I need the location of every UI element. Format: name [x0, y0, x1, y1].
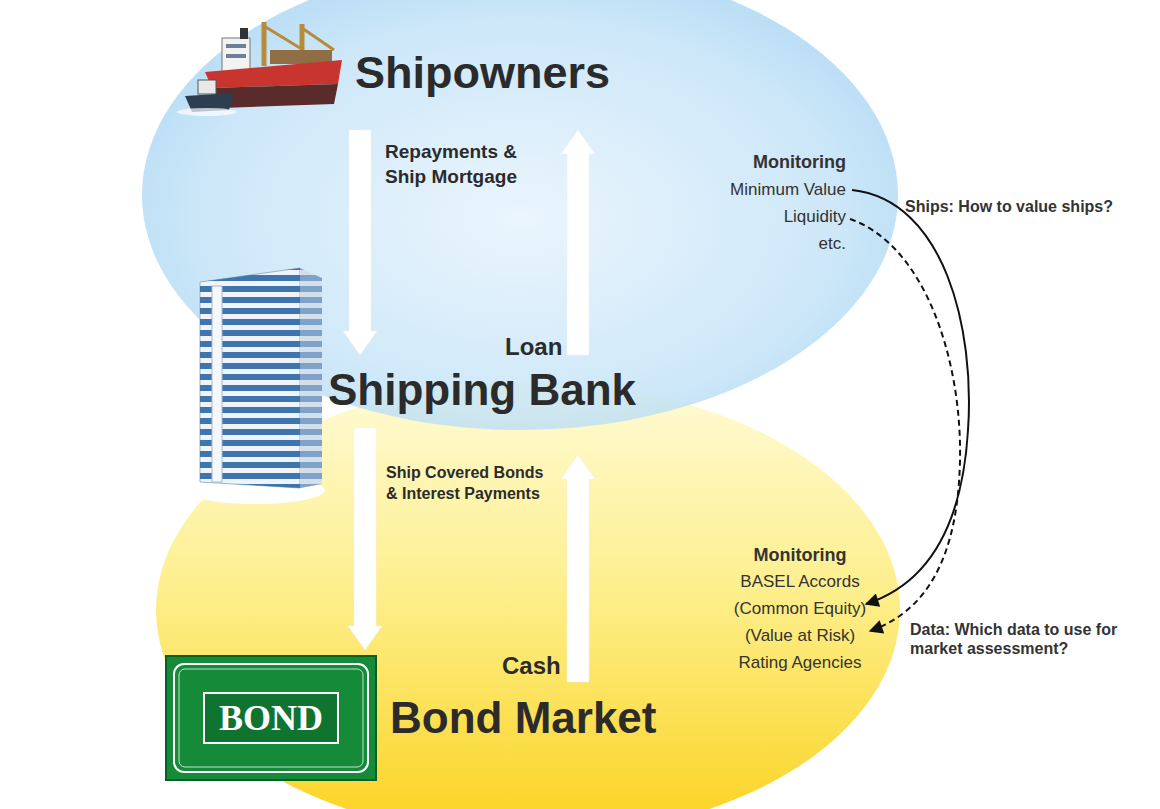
ornament-border	[179, 669, 363, 767]
ship-illustration	[177, 22, 342, 116]
building-front	[200, 268, 300, 488]
node-title: Shipping Bank	[328, 368, 636, 412]
building-side	[300, 268, 322, 488]
tug-cabin	[198, 80, 216, 94]
crane	[302, 28, 334, 50]
annotation-text: Monitoring	[753, 152, 846, 174]
water-wake	[177, 108, 237, 116]
building-side-windows	[300, 268, 322, 488]
building-pillar	[212, 286, 222, 482]
flow-label: Loan	[505, 331, 562, 362]
superstructure	[222, 38, 250, 72]
flow-label: Cash	[502, 650, 561, 681]
bond-certificate: BOND	[165, 655, 377, 781]
window-row	[226, 54, 246, 58]
flow-arrow	[348, 428, 382, 650]
market-node: Bond Market BOND	[160, 650, 695, 785]
actor-node: Shipowners	[180, 22, 625, 122]
annotation-text: Ships: How to value ships?	[905, 197, 1113, 216]
bond-word: BOND	[203, 692, 339, 744]
funnel	[240, 28, 248, 39]
annotation-text: etc.	[819, 234, 846, 254]
annotation-text: Minimum Value	[730, 180, 846, 200]
annotation-text: (Common Equity)	[734, 599, 866, 619]
leader-curve-dashed	[850, 219, 960, 631]
node-title: Shipowners	[355, 50, 610, 95]
node-title: Bond Market	[390, 696, 656, 740]
flow-label: Repayments & Ship Mortgage	[385, 140, 535, 189]
crane	[264, 26, 300, 48]
annotation-text: Monitoring	[754, 545, 847, 567]
flow-arrow	[561, 455, 595, 682]
annotation-text: Data: Which data to use for market asses…	[910, 620, 1138, 658]
flow-label: Ship Covered Bonds & Interest Payments	[386, 463, 544, 505]
ornament-border	[174, 664, 368, 772]
annotation-text: (Value at Risk)	[745, 626, 855, 646]
annotation-text: Liquidity	[784, 207, 846, 227]
window-row	[226, 44, 246, 48]
bank-node: Shipping Bank	[322, 358, 662, 424]
flow-arrow	[343, 130, 377, 355]
bank-building	[185, 268, 325, 504]
hull-upper	[205, 60, 342, 88]
flow-arrow	[561, 130, 595, 355]
leader-curve	[852, 190, 969, 604]
annotation-text: Rating Agencies	[739, 653, 862, 673]
annotation-text: BASEL Accords	[740, 572, 859, 592]
building-windows	[200, 268, 300, 488]
